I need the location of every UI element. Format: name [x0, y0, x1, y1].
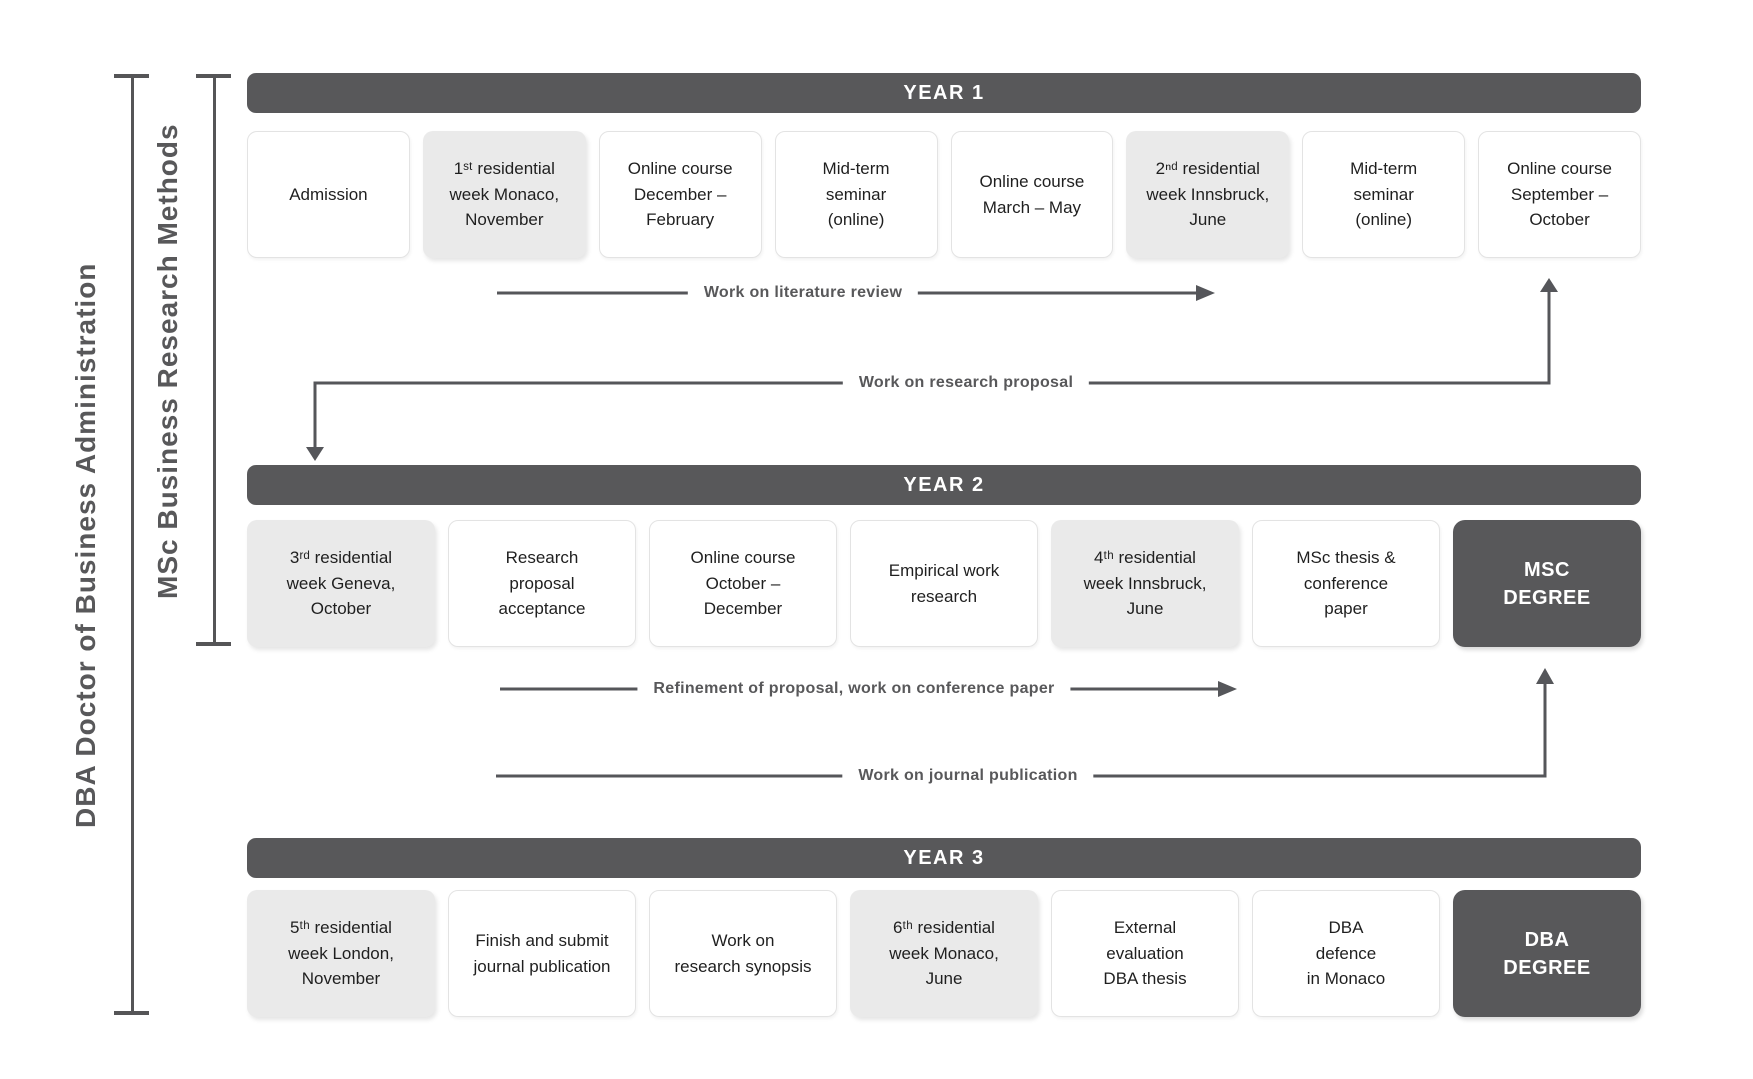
box-residential-week-6: 6ᵗʰ residential week Monaco, June [850, 890, 1038, 1017]
arrow-up-icon [1540, 278, 1558, 292]
bracket-dba-line [131, 74, 134, 1015]
year-3-header: YEAR 3 [247, 838, 1641, 878]
research-proposal-arrow-line [313, 290, 1551, 449]
bracket-dba-bottom-cap [114, 1011, 149, 1015]
box-dba-defence: DBA defence in Monaco [1252, 890, 1440, 1017]
bracket-dba-top-cap [114, 74, 149, 78]
box-proposal-acceptance: Research proposal acceptance [448, 520, 636, 647]
box-midterm-seminar-1: Mid-term seminar (online) [774, 131, 938, 258]
box-finish-journal-publication: Finish and submit journal publication [448, 890, 636, 1017]
arrow-up-icon [1536, 668, 1554, 684]
arrow-right-icon [1196, 285, 1215, 301]
year-3-row: 5ᵗʰ residential week London, November Fi… [247, 890, 1641, 1017]
year-2-header: YEAR 2 [247, 465, 1641, 505]
box-residential-week-1: 1ˢᵗ residential week Monaco, November [422, 131, 586, 258]
box-residential-week-5: 5ᵗʰ residential week London, November [247, 890, 435, 1017]
box-online-course-mar-may: Online course March – May [950, 131, 1114, 258]
arrow-right-icon [1218, 681, 1237, 697]
year-1-header: YEAR 1 [247, 73, 1641, 113]
journal-publication-label: Work on journal publication [842, 767, 1094, 785]
box-admission: Admission [247, 131, 410, 258]
bracket-msc-line [213, 74, 216, 646]
box-online-course-sep-oct: Online course September – October [1478, 131, 1641, 258]
literature-review-label: Work on literature review [687, 284, 919, 302]
box-external-evaluation: External evaluation DBA thesis [1051, 890, 1239, 1017]
box-residential-week-4: 4ᵗʰ residential week Innsbruck, June [1051, 520, 1239, 647]
box-msc-thesis: MSc thesis & conference paper [1252, 520, 1440, 647]
year-1-row: Admission 1ˢᵗ residential week Monaco, N… [247, 131, 1641, 258]
box-dba-degree: DBA DEGREE [1453, 890, 1641, 1017]
box-empirical-work: Empirical work research [850, 520, 1038, 647]
bracket-msc-bottom-cap [196, 642, 231, 646]
refinement-label: Refinement of proposal, work on conferen… [637, 680, 1071, 698]
rail-label-msc: MSc Business Research Methods [152, 123, 183, 599]
box-online-course-dec-feb: Online course December – February [598, 131, 762, 258]
arrow-down-icon [306, 447, 324, 461]
rail-label-dba: DBA Doctor of Business Administration [70, 262, 101, 829]
box-midterm-seminar-2: Mid-term seminar (online) [1302, 131, 1466, 258]
box-residential-week-3: 3ʳᵈ residential week Geneva, October [247, 520, 435, 647]
bracket-msc-top-cap [196, 74, 231, 78]
box-residential-week-2: 2ⁿᵈ residential week Innsbruck, June [1126, 131, 1290, 258]
box-research-synopsis: Work on research synopsis [649, 890, 837, 1017]
research-proposal-label: Work on research proposal [842, 374, 1090, 392]
box-online-course-oct-dec: Online course October – December [649, 520, 837, 647]
box-msc-degree: MSC DEGREE [1453, 520, 1641, 647]
year-2-row: 3ʳᵈ residential week Geneva, October Res… [247, 520, 1641, 647]
